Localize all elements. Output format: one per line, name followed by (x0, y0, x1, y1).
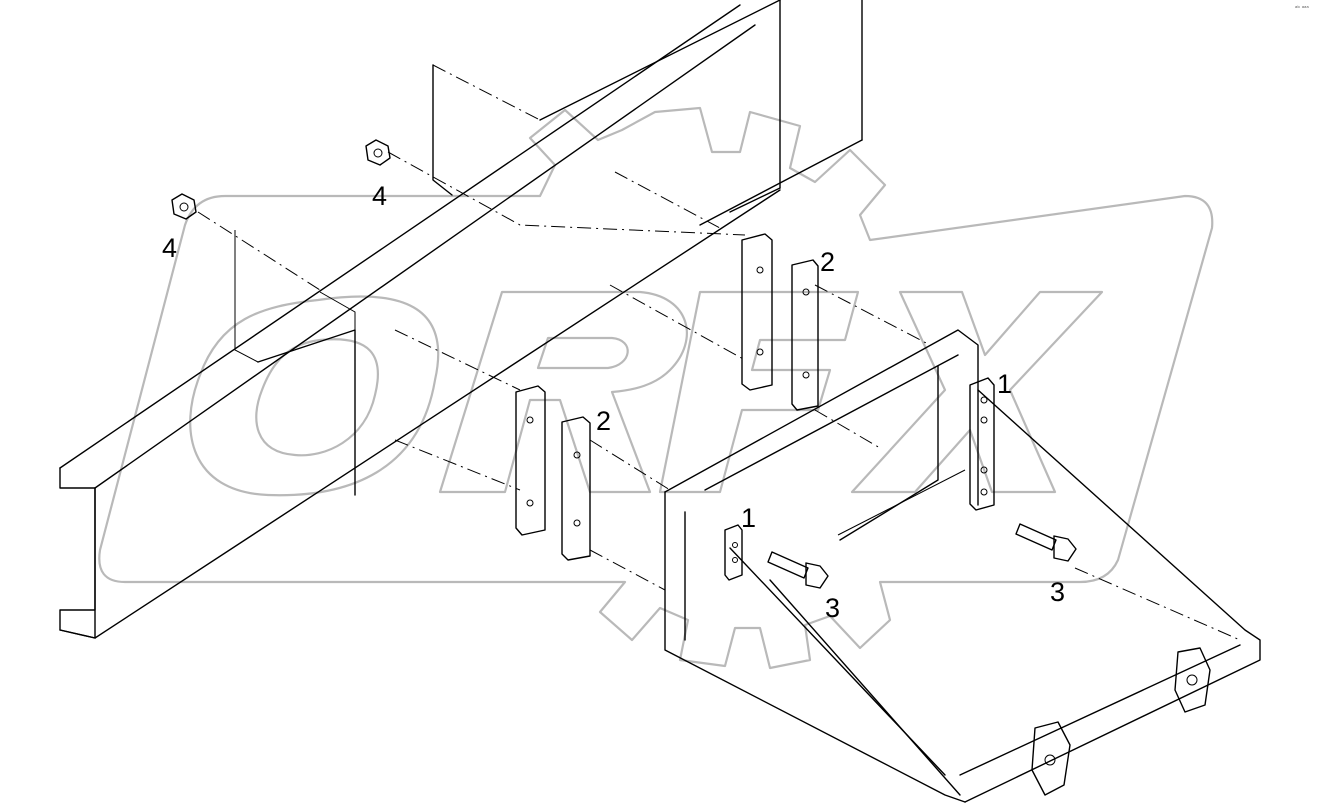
callout-4-upper: 4 (372, 181, 387, 211)
watermark-letter-x (850, 290, 1104, 494)
watermark-letter-o (189, 295, 440, 497)
upper-frame-plate (432, 0, 863, 226)
bolt-part-3-left (767, 551, 829, 589)
watermark-letter-f (658, 290, 860, 494)
watermark-gear (98, 106, 1214, 670)
bracket-part-2-front (515, 385, 591, 561)
callout-4-lower: 4 (162, 233, 177, 263)
watermark-letter-o-hole (255, 338, 380, 457)
bolt-part-3-right (1015, 523, 1077, 562)
callout-1-right: 1 (997, 369, 1012, 399)
strap-part-1-left (724, 524, 743, 581)
strap-part-1-right (969, 377, 995, 511)
callout-3-left: 3 (825, 593, 840, 623)
callout-1-left: 1 (741, 503, 756, 533)
bracket-part-2-rear (741, 233, 819, 411)
watermark-letter-r (438, 290, 688, 494)
latch-clamp-right (1174, 647, 1211, 713)
assembly-lines (197, 151, 1241, 641)
corner-mark: ᵃᵇ ᵃᵃᵃ (1295, 5, 1309, 12)
callout-2-front: 2 (596, 406, 611, 436)
callout-3-right: 3 (1050, 577, 1065, 607)
callout-2-rear: 2 (820, 247, 835, 277)
latch-clamp-left (1031, 721, 1071, 796)
watermark (98, 106, 1214, 670)
watermark-letter-r-hole (536, 336, 629, 370)
nut-part-4-lower (171, 193, 197, 220)
battery-box (664, 329, 1261, 803)
frame-rail-beam (59, 4, 781, 639)
callouts: 4 4 2 2 1 1 3 3 (162, 181, 1065, 623)
nut-part-4-upper (365, 139, 391, 166)
